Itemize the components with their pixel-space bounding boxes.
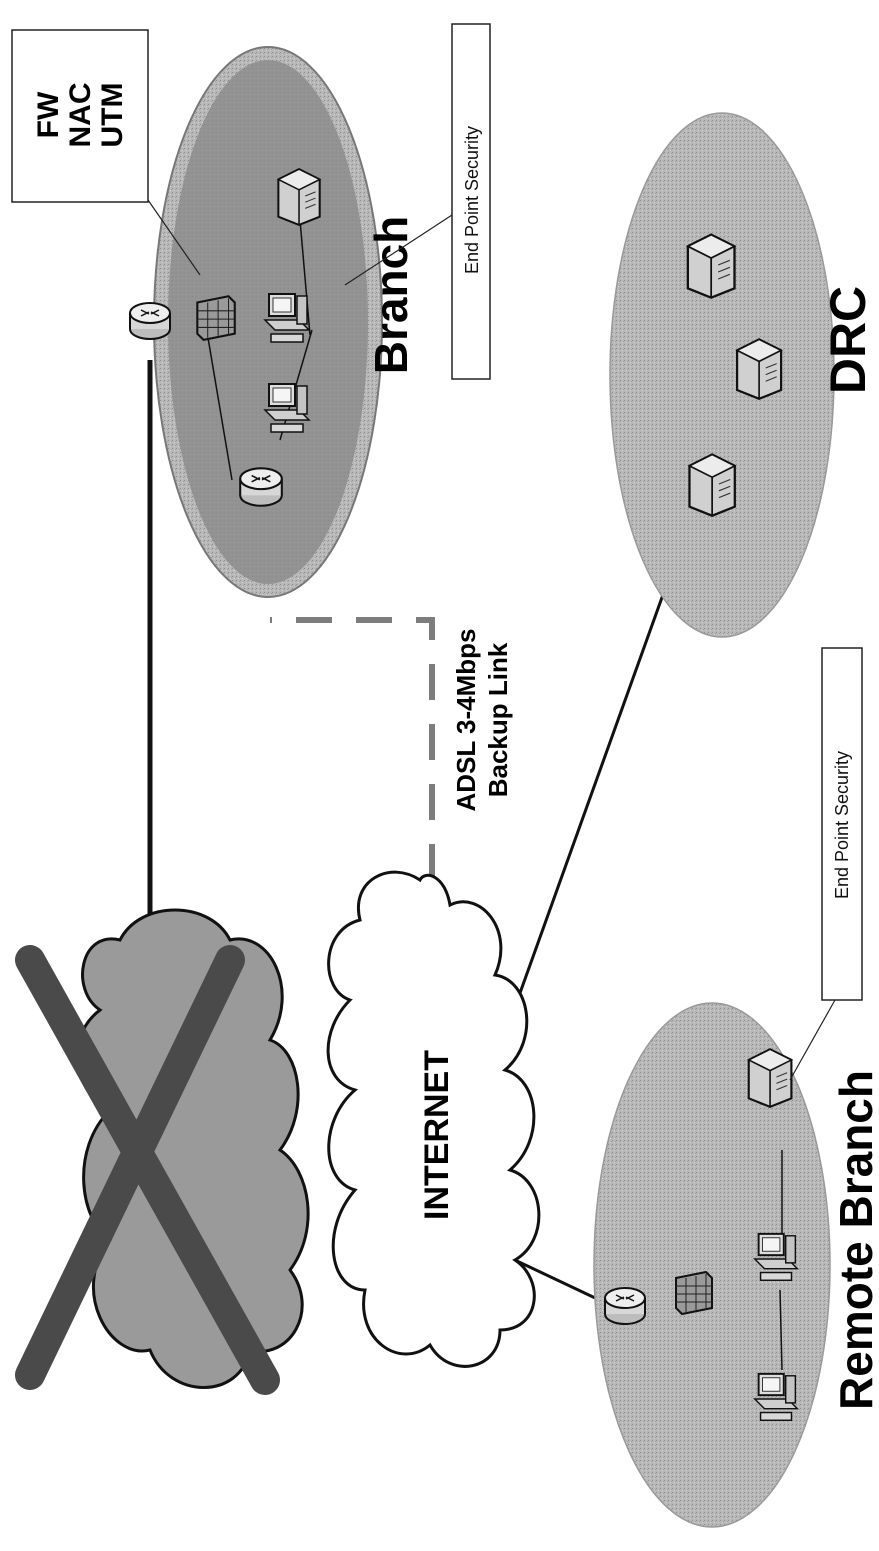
failed-wan-cloud [30,910,308,1388]
adsl-backup-link [270,620,432,880]
branch-firewall-icon [197,296,234,340]
fw-label: FW [32,91,65,138]
nac-label: NAC [64,83,97,148]
failed-cloud-icon [78,910,309,1388]
internet-label: INTERNET [418,1050,456,1220]
end-point-security-label: End Point Security [462,126,482,274]
remote-end-point-security-callout: End Point Security [790,648,862,1080]
remote-router-icon [605,1288,645,1324]
adsl-label-line1: ADSL 3-4Mbps [451,629,481,812]
drc-ellipse [610,113,834,637]
branch-site [130,47,382,597]
branch-router-icon [130,303,170,339]
remote-server-icon [749,1049,792,1107]
remote-branch-site [594,1003,830,1527]
drc-label: DRC [820,286,876,394]
branch-label: Branch [365,216,417,374]
remote-firewall-icon [676,1272,712,1314]
utm-label: UTM [96,83,129,148]
drc-server-icon [689,455,734,516]
internet-cloud: INTERNET [328,872,539,1366]
drc-server-icon [737,339,781,398]
branch-server-icon [278,169,319,225]
drc-site [610,113,834,637]
drc-server-icon [688,235,735,298]
branch-inner-router-icon [240,468,282,505]
adsl-label-line2: Backup Link [483,642,513,797]
remote-branch-label: Remote Branch [830,1070,879,1410]
remote-end-point-security-label: End Point Security [832,751,852,899]
